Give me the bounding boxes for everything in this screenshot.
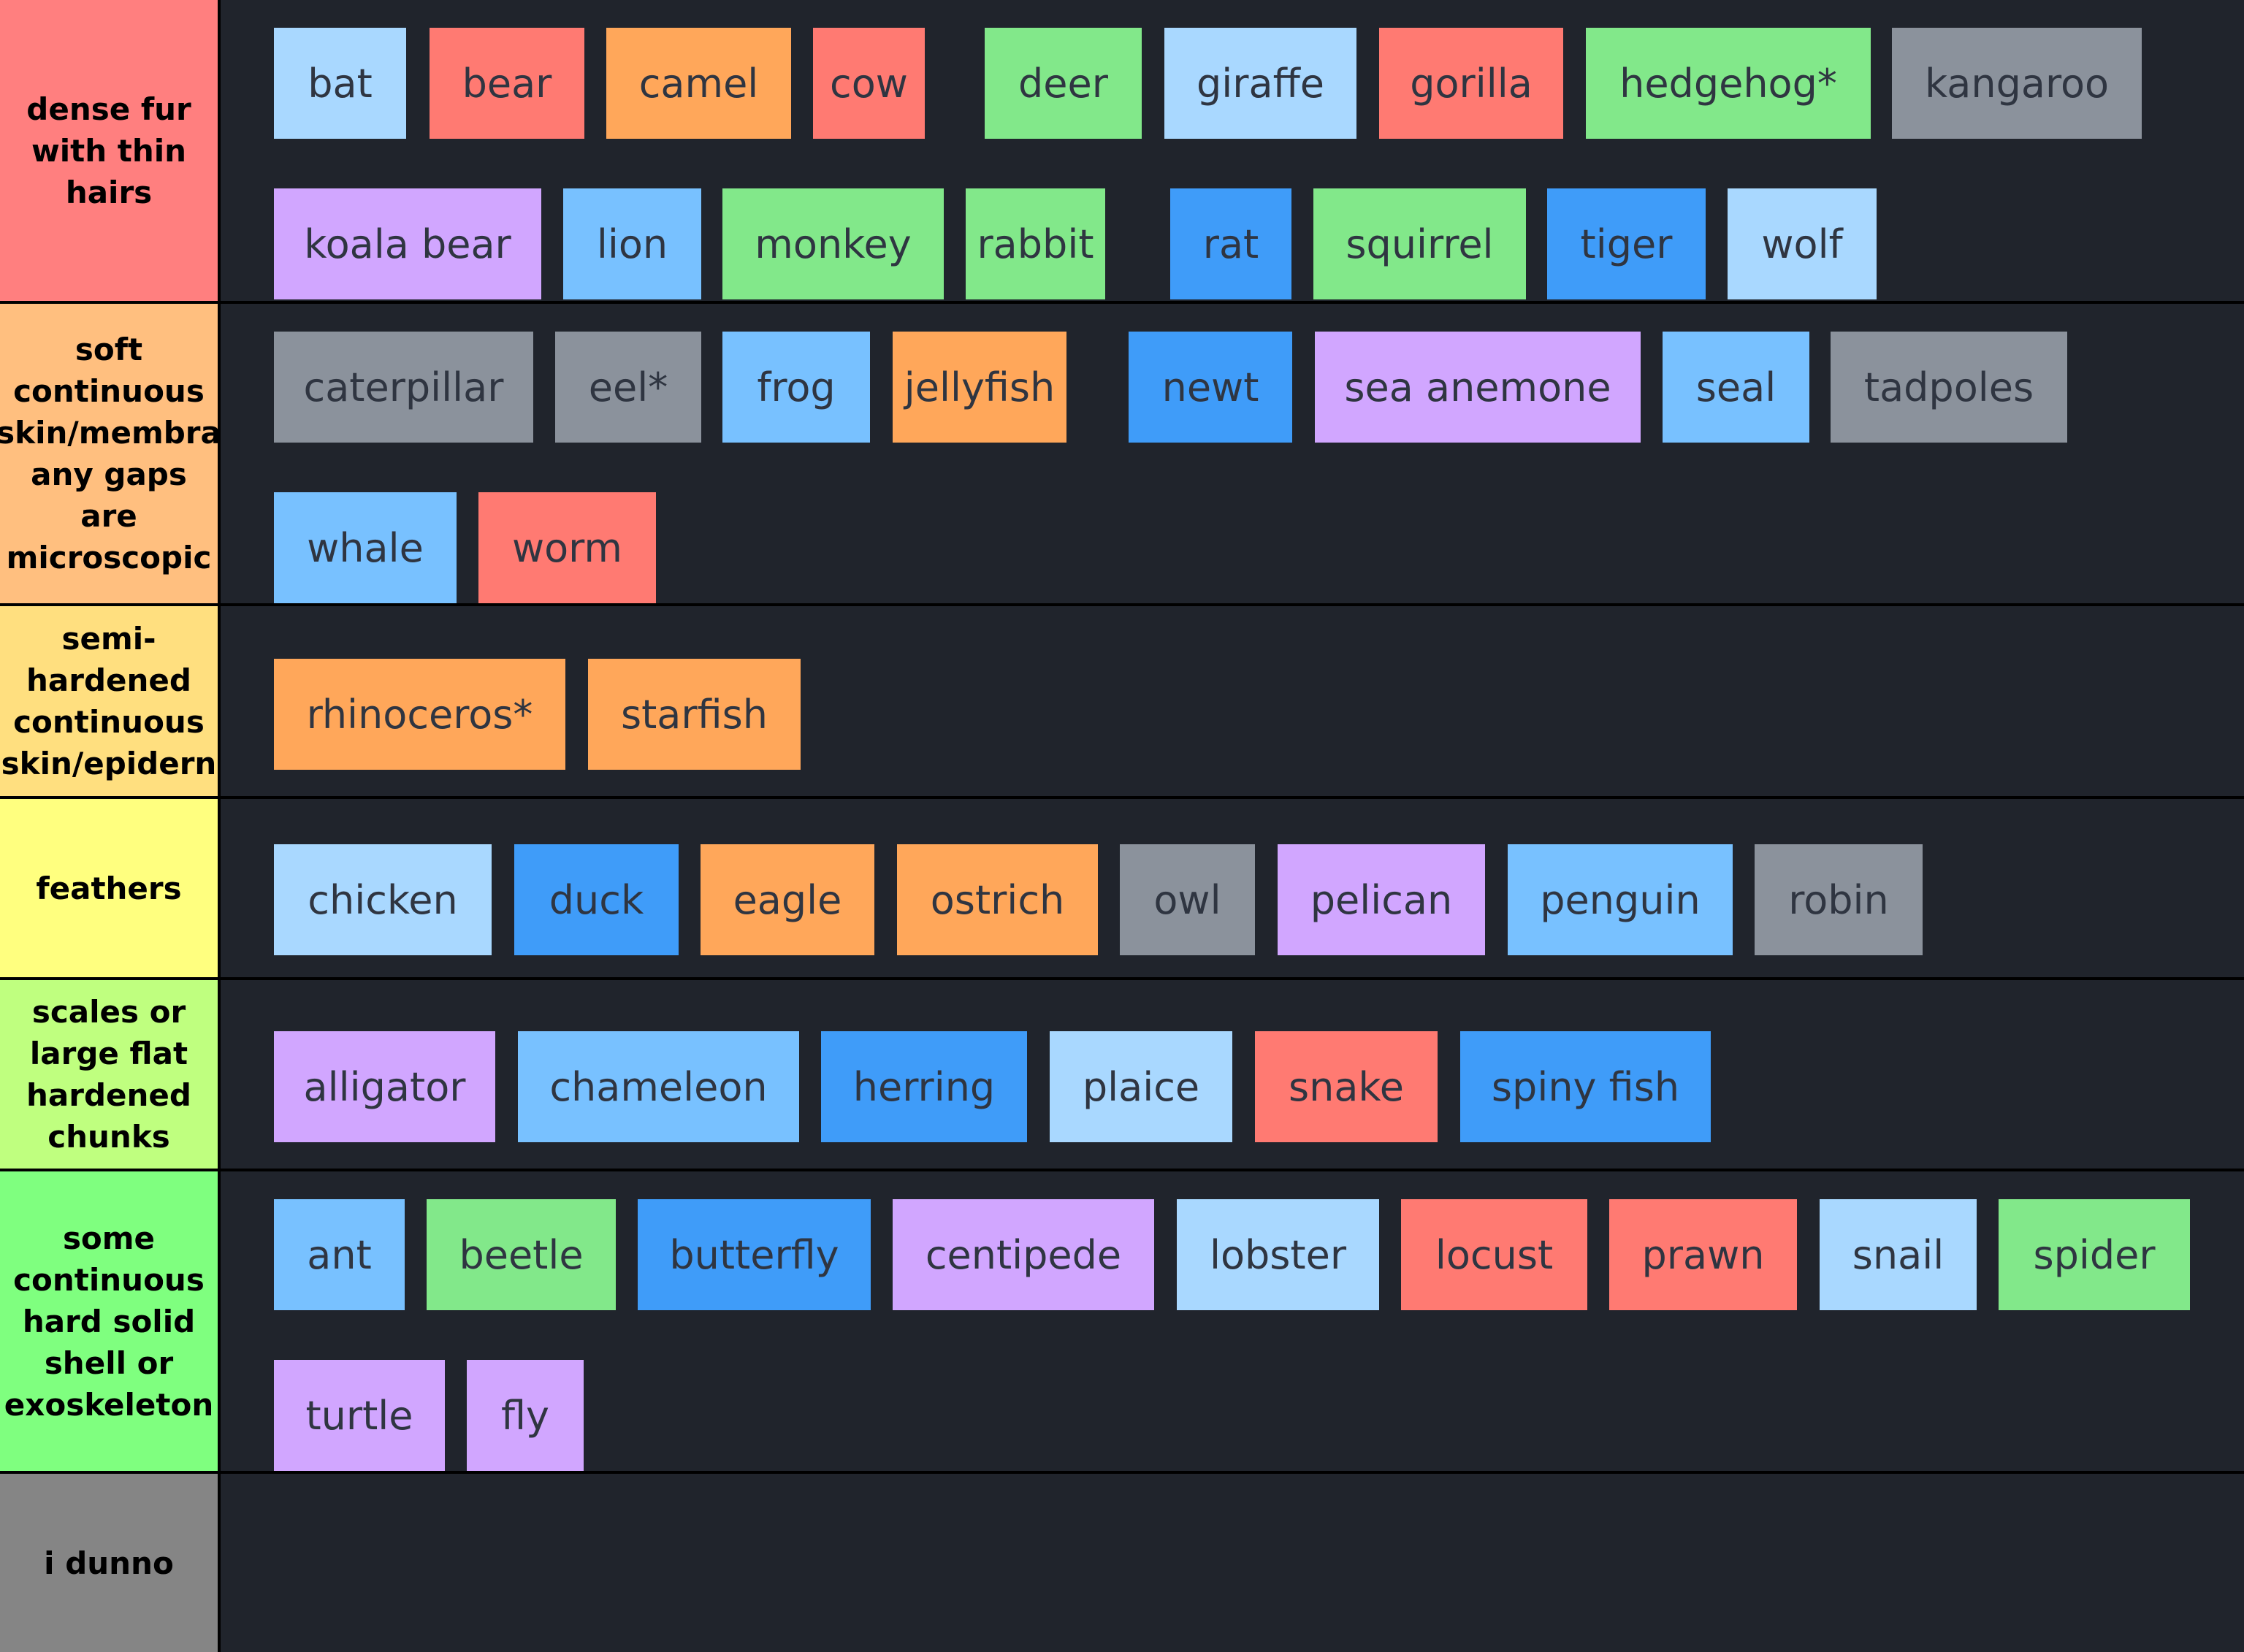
tier-label[interactable]: some continuous hard solid shell or exos… xyxy=(0,1171,218,1471)
tier-item[interactable]: monkey xyxy=(722,188,944,299)
tier-item[interactable]: plaice xyxy=(1050,1031,1232,1142)
tier-label-text: dense fur with thin hairs xyxy=(26,91,191,210)
tier-item[interactable]: centipede xyxy=(893,1199,1154,1310)
tier-item[interactable]: eel* xyxy=(555,332,701,443)
tier-item[interactable]: spider xyxy=(1999,1199,2190,1310)
tier-item[interactable]: giraffe xyxy=(1164,28,1356,139)
tier-item[interactable]: penguin xyxy=(1508,844,1733,955)
tier-items-dropzone[interactable]: rhinoceros*starfish xyxy=(221,606,2244,796)
tier-item[interactable]: kangaroo xyxy=(1892,28,2142,139)
tier-item[interactable]: fly xyxy=(467,1360,584,1471)
tier-item[interactable]: koala bear xyxy=(274,188,541,299)
tier-item[interactable]: rabbit xyxy=(966,188,1105,299)
tier-item[interactable]: bat xyxy=(274,28,406,139)
tier-label-text: some continuous hard solid shell or exos… xyxy=(4,1220,214,1423)
tier-item[interactable]: prawn xyxy=(1609,1199,1797,1310)
tier-item[interactable]: ostrich xyxy=(897,844,1098,955)
tier-item[interactable]: alligator xyxy=(274,1031,495,1142)
tier-item[interactable]: spiny fish xyxy=(1460,1031,1711,1142)
tier-item[interactable]: pelican xyxy=(1278,844,1485,955)
tier-item[interactable]: hedgehog* xyxy=(1586,28,1871,139)
tier-item[interactable]: locust xyxy=(1401,1199,1587,1310)
tier-item[interactable]: seal xyxy=(1663,332,1809,443)
tier-item[interactable]: tiger xyxy=(1547,188,1706,299)
tier-item[interactable]: sea anemone xyxy=(1315,332,1641,443)
tier-label-text: i dunno xyxy=(44,1545,174,1581)
tier-item[interactable]: squirrel xyxy=(1313,188,1526,299)
tier-row: soft continuous skin/membra any gaps are… xyxy=(0,304,2244,603)
tier-item[interactable]: deer xyxy=(985,28,1142,139)
tier-item[interactable]: cow xyxy=(813,28,925,139)
tier-item[interactable]: lobster xyxy=(1177,1199,1379,1310)
tier-label[interactable]: semi- hardened continuous skin/epidern xyxy=(0,606,218,796)
tier-item[interactable]: jellyfish xyxy=(893,332,1066,443)
tier-item[interactable]: camel xyxy=(606,28,791,139)
tier-item[interactable]: turtle xyxy=(274,1360,445,1471)
tier-item[interactable]: eagle xyxy=(701,844,874,955)
tier-label-text: semi- hardened continuous skin/epidern xyxy=(1,621,217,781)
tier-item[interactable]: chicken xyxy=(274,844,492,955)
tier-item[interactable]: rhinoceros* xyxy=(274,659,565,770)
tier-item[interactable]: caterpillar xyxy=(274,332,533,443)
tier-item[interactable]: chameleon xyxy=(518,1031,799,1142)
tier-label[interactable]: feathers xyxy=(0,799,218,977)
tier-item[interactable]: lion xyxy=(563,188,701,299)
tier-label[interactable]: soft continuous skin/membra any gaps are… xyxy=(0,304,218,603)
tier-label[interactable]: i dunno xyxy=(0,1474,218,1652)
tier-label[interactable]: scales or large flat hardened chunks xyxy=(0,980,218,1169)
tier-item[interactable]: wolf xyxy=(1728,188,1877,299)
tier-item[interactable]: frog xyxy=(722,332,870,443)
tier-item[interactable]: snake xyxy=(1255,1031,1438,1142)
tier-row: some continuous hard solid shell or exos… xyxy=(0,1171,2244,1471)
tier-item[interactable]: starfish xyxy=(588,659,801,770)
tier-item[interactable]: rat xyxy=(1170,188,1291,299)
tier-label-text: soft continuous skin/membra any gaps are… xyxy=(0,332,218,575)
tier-item[interactable]: beetle xyxy=(427,1199,616,1310)
tier-label-text: scales or large flat hardened chunks xyxy=(26,994,191,1155)
tier-label[interactable]: dense fur with thin hairs xyxy=(0,0,218,301)
tier-label-text: feathers xyxy=(36,870,182,906)
tier-item[interactable]: whale xyxy=(274,492,457,603)
tier-item[interactable]: owl xyxy=(1120,844,1255,955)
tier-item[interactable]: duck xyxy=(514,844,679,955)
tier-item[interactable]: tadpoles xyxy=(1831,332,2067,443)
tier-item[interactable]: gorilla xyxy=(1379,28,1563,139)
tier-item[interactable]: snail xyxy=(1820,1199,1977,1310)
tier-item[interactable]: newt xyxy=(1129,332,1292,443)
tier-item[interactable]: butterfly xyxy=(638,1199,871,1310)
tier-items-dropzone[interactable] xyxy=(221,1474,2244,1652)
tier-item[interactable]: robin xyxy=(1755,844,1923,955)
tier-item[interactable]: worm xyxy=(478,492,656,603)
tier-item[interactable]: ant xyxy=(274,1199,405,1310)
tier-item[interactable]: herring xyxy=(821,1031,1027,1142)
tier-item[interactable]: bear xyxy=(430,28,584,139)
tier-row: i dunno xyxy=(0,1474,2244,1652)
